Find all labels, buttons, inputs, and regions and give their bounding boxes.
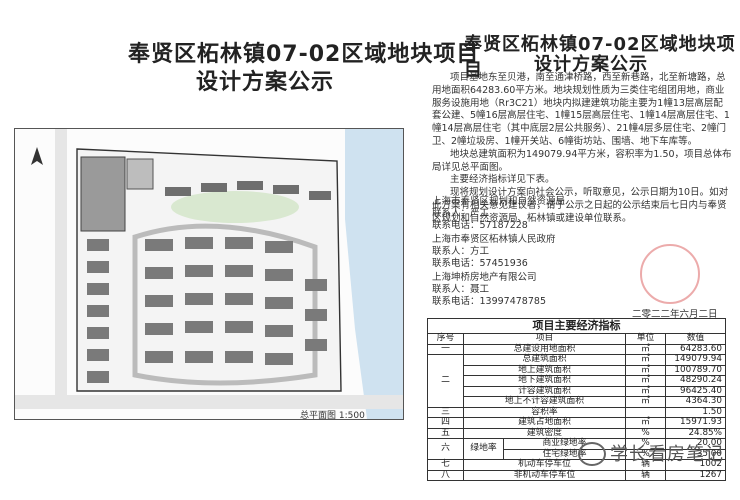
row-unit: ㎡ xyxy=(625,364,666,376)
row-item: 计容建筑面积 xyxy=(463,385,626,397)
table-row: 二 总建筑面积 ㎡ 149079.94 xyxy=(427,354,726,408)
plan-subtitle: 设计方案公示 xyxy=(196,70,335,95)
row-unit: % xyxy=(625,427,666,439)
row-no: 六 xyxy=(427,438,464,460)
row-unit xyxy=(625,406,666,418)
site-plan-map xyxy=(14,128,404,420)
row-value: 48290.24 xyxy=(665,375,726,387)
row-value: 100789.70 xyxy=(665,364,726,376)
high-rise-buildings xyxy=(165,181,331,200)
row-item: 容积率 xyxy=(463,406,626,418)
notice-paragraph: 现将规划设计方案向社会公示，听取意见，公示日期为10日。如对此方案有相关意见建议… xyxy=(432,187,729,224)
row-item: 非机动车停车位 xyxy=(463,469,626,481)
table-row: 四 建筑占地面积 ㎡ 15971.93 xyxy=(427,417,726,429)
table-title: 项目主要经济指标 xyxy=(427,318,726,334)
row-unit: ㎡ xyxy=(625,385,666,397)
table-header: 项目 xyxy=(463,333,626,345)
contact-block-town: 上海市奉贤区柘林镇人民政府 联系人：方工 联系电话：57451936 xyxy=(432,234,556,271)
row-value: 96425.40 xyxy=(665,385,726,397)
row-value: 1.50 xyxy=(665,406,726,418)
row-item: 地上建筑面积 xyxy=(463,364,626,376)
contact-org: 上海坤桥房地产有限公司 xyxy=(432,272,537,283)
notice-title: 奉贤区柘林镇07-02区域地块项目 xyxy=(464,34,736,81)
table-header: 序号 xyxy=(427,333,464,345)
row-value: 1267 xyxy=(665,469,726,481)
contact-phone: 联系电话：13997478785 xyxy=(432,296,546,308)
wechat-icon xyxy=(578,442,606,466)
internal-road xyxy=(132,223,318,386)
seal-stamp-icon xyxy=(640,244,700,304)
row-unit: ㎡ xyxy=(625,396,666,408)
row-unit: ㎡ xyxy=(625,375,666,387)
economic-indicators-table: 项目主要经济指标 序号 项目 单位 数值 一 总建设用地面积 ㎡ 64283.6… xyxy=(427,318,726,481)
table-row: 三 容积率 1.50 xyxy=(427,406,726,418)
table-row: 八 非机动车停车位 辆 1267 xyxy=(427,469,726,481)
row-unit: ㎡ xyxy=(625,417,666,429)
table-row: 一 总建设用地面积 ㎡ 64283.60 xyxy=(427,343,726,355)
north-arrow-icon xyxy=(31,147,43,165)
table-row: 六 绿地率 商业绿地率 % 20.00 xyxy=(427,438,726,460)
row-item: 商业绿地率 xyxy=(503,438,626,450)
notice-body: 项目基地东至贝港，南至通津桥路，西至新巷路，北至新塘路，总用地面积64283.6… xyxy=(432,72,732,226)
row-value: 24.85% xyxy=(665,427,726,439)
watermark-text: 学长看房笔记 xyxy=(610,444,724,465)
row-no: 三 xyxy=(427,406,464,418)
row-item: 地下建筑面积 xyxy=(463,375,626,387)
row-subgroup: 绿地率 xyxy=(463,438,504,460)
table-header: 单位 xyxy=(625,333,666,345)
low-rise-buildings xyxy=(87,237,327,383)
table-row: 五 建筑密度 % 24.85% xyxy=(427,427,726,439)
row-item: 总建筑面积 xyxy=(463,354,626,366)
row-unit: 辆 xyxy=(625,469,666,481)
site-plan-svg xyxy=(15,129,403,419)
row-no: 五 xyxy=(427,427,464,439)
contact-person: 联系人：方工 xyxy=(432,246,490,258)
row-no: 四 xyxy=(427,417,464,429)
contact-org: 上海市奉贤区柘林镇人民政府 xyxy=(432,234,556,245)
central-green xyxy=(171,191,299,223)
notice-subtitle: 设计方案公示 xyxy=(534,54,648,75)
notice-paragraph: 项目基地东至贝港，南至通津桥路，西至新巷路，北至新塘路，总用地面积64283.6… xyxy=(432,72,730,147)
plan-title: 奉贤区柘林镇07-02区域地块项目 xyxy=(128,42,480,67)
row-no: 八 xyxy=(427,469,464,481)
row-value: 15971.93 xyxy=(665,417,726,429)
row-no: 二 xyxy=(427,354,464,408)
row-item: 住宅绿地率 xyxy=(503,448,626,460)
row-unit: ㎡ xyxy=(625,354,666,366)
contact-person: 联系人：聂工 xyxy=(432,284,490,296)
table-row: 地上不计容建筑面积 ㎡ 4364.30 xyxy=(428,396,726,408)
contact-phone: 联系电话：57451936 xyxy=(432,258,528,270)
row-item: 建筑密度 xyxy=(463,427,626,439)
contact-org: 上海市奉贤区规划和自然资源局 xyxy=(432,196,566,207)
table-header: 数值 xyxy=(665,333,726,345)
row-no: 一 xyxy=(427,343,464,355)
notice-date: 二零二二年六月二日 xyxy=(632,309,718,320)
table-row: 地上建筑面积 ㎡ 100789.70 xyxy=(428,364,726,376)
commercial-annex xyxy=(126,158,154,190)
plan-caption: 总平面图 1:500 xyxy=(300,411,365,421)
row-item: 地上不计容建筑面积 xyxy=(463,396,626,408)
row-value: 64283.60 xyxy=(665,343,726,355)
row-no: 七 xyxy=(427,459,464,471)
row-item: 建筑占地面积 xyxy=(463,417,626,429)
commercial-building xyxy=(80,156,126,232)
river xyxy=(345,129,403,419)
south-road xyxy=(15,395,403,409)
notice-paragraph: 主要经济指标详见下表。 xyxy=(450,174,555,186)
row-value: 4364.30 xyxy=(665,396,726,408)
contact-block-planning: 上海市奉贤区规划和自然资源局 联系人：严工 联系电话：57187228 xyxy=(432,196,565,233)
row-unit: ㎡ xyxy=(625,343,666,355)
contact-person: 联系人：严工 xyxy=(432,208,490,220)
contact-phone: 联系电话：57187228 xyxy=(432,220,528,232)
table-row: 计容建筑面积 ㎡ 96425.40 xyxy=(428,385,726,397)
contact-block-developer: 上海坤桥房地产有限公司 联系人：聂工 联系电话：13997478785 xyxy=(432,272,546,309)
row-value: 149079.94 xyxy=(665,354,726,366)
row-item: 总建设用地面积 xyxy=(463,343,626,355)
table-row: 地下建筑面积 ㎡ 48290.24 xyxy=(428,375,726,387)
notice-paragraph: 地块总建筑面积为149079.94平方米，容积率为1.50，项目总体布局详见总平… xyxy=(432,148,732,173)
west-road xyxy=(55,129,67,395)
